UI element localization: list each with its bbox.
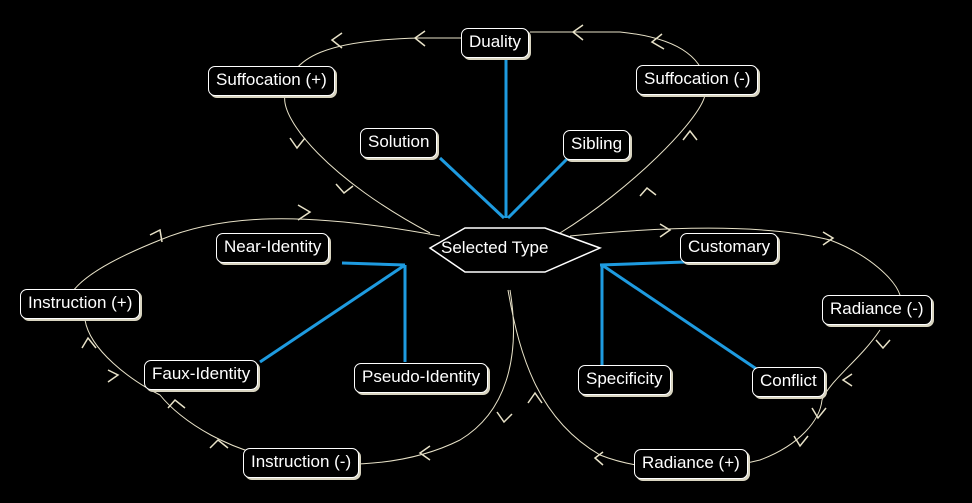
node-duality[interactable]: Duality — [461, 28, 529, 58]
connector-faux-identity — [259, 263, 406, 364]
node-suffocation-minus[interactable]: Suffocation (-) — [636, 65, 759, 95]
node-radiance-plus[interactable]: Radiance (+) — [634, 449, 748, 479]
node-suffocation-plus[interactable]: Suffocation (+) — [208, 66, 335, 96]
node-faux-identity[interactable]: Faux-Identity — [144, 360, 259, 390]
connector-solution — [438, 156, 506, 220]
node-customary[interactable]: Customary — [680, 233, 779, 263]
connector-sibling — [506, 156, 570, 220]
connector-customary — [599, 260, 686, 267]
node-pseudo-identity[interactable]: Pseudo-Identity — [354, 363, 489, 393]
connector-conflict — [601, 263, 759, 372]
curve-left-top — [67, 218, 441, 301]
node-radiance-minus[interactable]: Radiance (-) — [822, 295, 932, 325]
node-instruction-minus[interactable]: Instruction (-) — [243, 448, 360, 478]
curve-upper-right — [530, 31, 707, 234]
node-specificity[interactable]: Specificity — [578, 365, 671, 395]
node-instruction-plus[interactable]: Instruction (+) — [20, 289, 141, 319]
arrowheads — [81, 24, 891, 466]
node-solution[interactable]: Solution — [360, 128, 438, 158]
node-near-identity[interactable]: Near-Identity — [216, 233, 330, 263]
connector-near-identity — [341, 261, 406, 267]
blue-connectors — [259, 52, 759, 372]
center-hexagon — [428, 227, 603, 273]
node-sibling[interactable]: Sibling — [563, 130, 631, 160]
center-selected-type: Selected Type — [441, 238, 549, 257]
curve-right-top — [569, 227, 901, 296]
node-conflict[interactable]: Conflict — [752, 367, 825, 397]
